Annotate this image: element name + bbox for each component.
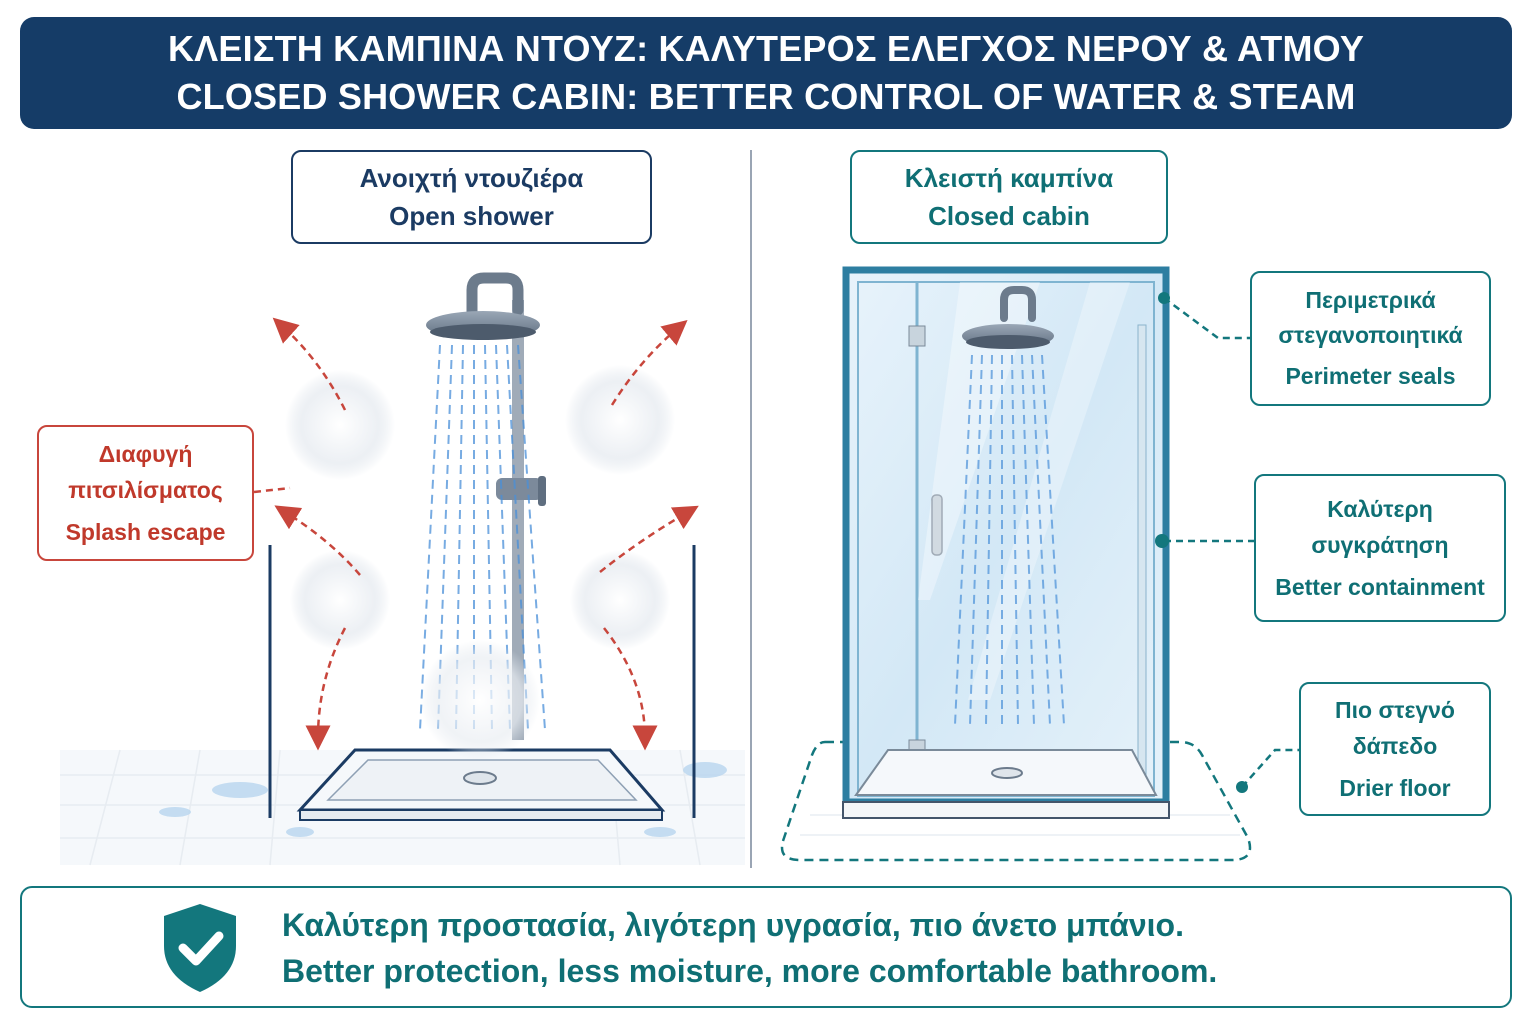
perimeter-seals-callout: Περιμετρικά στεγανοποιητικά Perimeter se…: [1250, 271, 1491, 406]
floor-greek-line-1: Πιο στεγνό: [1335, 697, 1455, 723]
open-shower-label-greek: Ανοιχτή ντουζιέρα: [359, 163, 584, 193]
contain-greek-line-1: Καλύτερη: [1327, 496, 1433, 522]
title-greek: ΚΛΕΙΣΤΗ ΚΑΜΠΙΝΑ ΝΤΟΥΖ: ΚΑΛΥΤΕΡΟΣ ΕΛΕΓΧΟΣ…: [167, 28, 1365, 69]
splash-greek-line-2: πιτσιλίσματος: [68, 477, 223, 503]
contain-english: Better containment: [1275, 574, 1485, 600]
cabin-water-streams: [954, 354, 1065, 726]
callout-connectors: [1163, 296, 1299, 788]
dry-floor-outline: [780, 740, 1252, 862]
header-banner: ΚΛΕΙΣΤΗ ΚΑΜΠΙΝΑ ΝΤΟΥΖ: ΚΑΛΥΤΕΡΟΣ ΕΛΕΓΧΟΣ…: [20, 17, 1512, 129]
splash-escape-callout: Διαφυγή πιτσιλίσματος Splash escape: [37, 425, 254, 561]
footer-text: Καλύτερη προστασία, λιγότερη υγρασία, πι…: [282, 902, 1217, 994]
open-shower-fixture: [426, 272, 546, 740]
drier-floor-callout: Πιο στεγνό δάπεδο Drier floor: [1299, 682, 1491, 816]
title-english: CLOSED SHOWER CABIN: BETTER CONTROL OF W…: [176, 76, 1356, 117]
footer-banner: Καλύτερη προστασία, λιγότερη υγρασία, πι…: [20, 886, 1512, 1008]
footer-text-greek: Καλύτερη προστασία, λιγότερη υγρασία, πι…: [282, 907, 1184, 943]
splash-greek-line-1: Διαφυγή: [98, 441, 193, 467]
seals-english: Perimeter seals: [1285, 363, 1456, 389]
seal-dot: [1158, 292, 1170, 304]
splash-arrows: [253, 317, 699, 751]
footer-text-english: Better protection, less moisture, more c…: [282, 953, 1218, 989]
containment-dot: [1155, 534, 1169, 548]
seals-greek-line-1: Περιμετρικά: [1305, 287, 1436, 313]
open-shower-label: Ανοιχτή ντουζιέρα Open shower: [291, 150, 652, 244]
floor-dot: [1236, 781, 1248, 793]
closed-cabin: [842, 266, 1170, 819]
contain-greek-line-2: συγκράτηση: [1311, 532, 1449, 558]
drain-icon: [463, 771, 497, 785]
floor-greek-line-2: δάπεδο: [1352, 733, 1438, 759]
steam-clouds: [285, 365, 675, 760]
closed-cabin-label: Κλειστή καμπίνα Closed cabin: [850, 150, 1168, 244]
cabin-drain-icon: [991, 767, 1023, 779]
floor-english: Drier floor: [1339, 775, 1451, 801]
closed-cabin-label-greek: Κλειστή καμπίνα: [904, 163, 1114, 193]
better-containment-callout: Καλύτερη συγκράτηση Better containment: [1254, 474, 1506, 622]
seals-greek-line-2: στεγανοποιητικά: [1278, 322, 1463, 348]
open-shower-label-english: Open shower: [389, 201, 554, 231]
closed-cabin-label-english: Closed cabin: [928, 201, 1090, 231]
splash-english: Splash escape: [65, 519, 226, 545]
shield-check-icon: [164, 904, 236, 992]
